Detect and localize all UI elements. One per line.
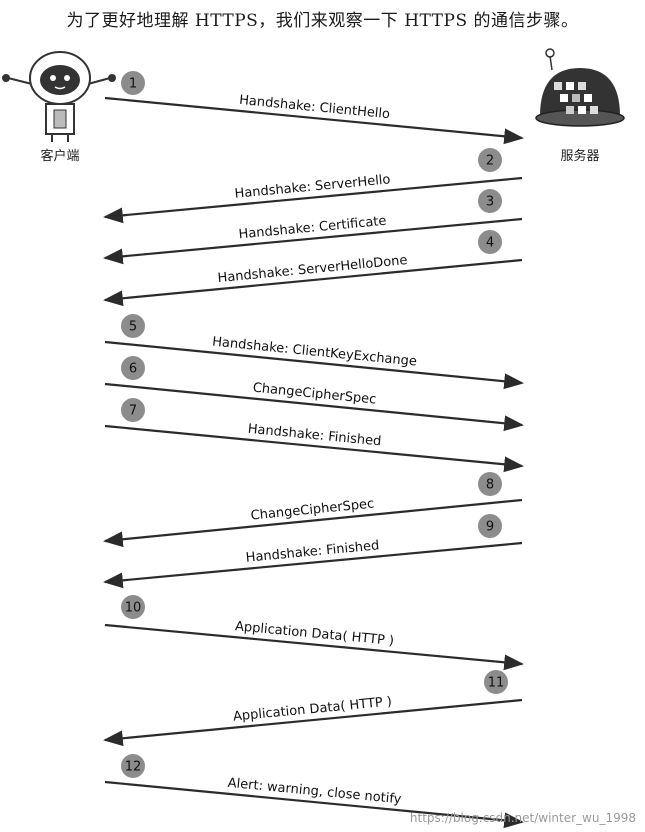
- message-arrow: [103, 698, 523, 747]
- step-number: 9: [486, 520, 494, 535]
- step-number: 1: [129, 77, 137, 92]
- step-badge: [484, 670, 508, 694]
- step-number: 3: [486, 195, 494, 210]
- message-arrow: [103, 217, 523, 265]
- message-arrow: [104, 382, 524, 432]
- step-badge: [478, 148, 502, 172]
- step-number: 11: [488, 676, 505, 691]
- step-badge: [478, 472, 502, 496]
- message-arrow: [103, 258, 523, 307]
- step-badge: [121, 595, 145, 619]
- server-label: 服务器: [560, 148, 599, 164]
- step-number: 10: [125, 601, 142, 616]
- step-badge: [478, 230, 502, 254]
- message-arrow: [104, 340, 524, 390]
- message-arrow: [103, 176, 523, 224]
- step-number: 8: [486, 478, 494, 493]
- step-badge: [121, 398, 145, 422]
- message-arrow: [104, 623, 524, 671]
- step-number: 12: [125, 760, 142, 775]
- message-arrow: [104, 424, 524, 473]
- step-number: 7: [129, 404, 137, 419]
- step-number: 4: [486, 236, 494, 251]
- step-badge: [121, 71, 145, 95]
- page-title: 为了更好地理解 HTTPS，我们来观察一下 HTTPS 的通信步骤。: [66, 11, 579, 31]
- step-badge: [478, 189, 502, 213]
- step-badge: [121, 356, 145, 380]
- message-arrow: [104, 96, 524, 145]
- client-label: 客户端: [40, 148, 79, 164]
- message-label: Handshake: ClientKeyExchange: [212, 335, 418, 370]
- message-arrow: [104, 780, 524, 829]
- message-arrow: [103, 498, 523, 548]
- client-robot-icon: [2, 51, 116, 142]
- step-number: 2: [486, 154, 494, 169]
- server-robot-icon: [535, 48, 625, 127]
- step-badge: [121, 314, 145, 338]
- message-arrow: [103, 541, 523, 589]
- step-number: 6: [129, 362, 137, 377]
- step-badge: [121, 754, 145, 778]
- watermark: https://blog.csdn.net/winter_wu_1998: [410, 811, 636, 825]
- step-number: 5: [129, 320, 137, 335]
- step-badge: [478, 514, 502, 538]
